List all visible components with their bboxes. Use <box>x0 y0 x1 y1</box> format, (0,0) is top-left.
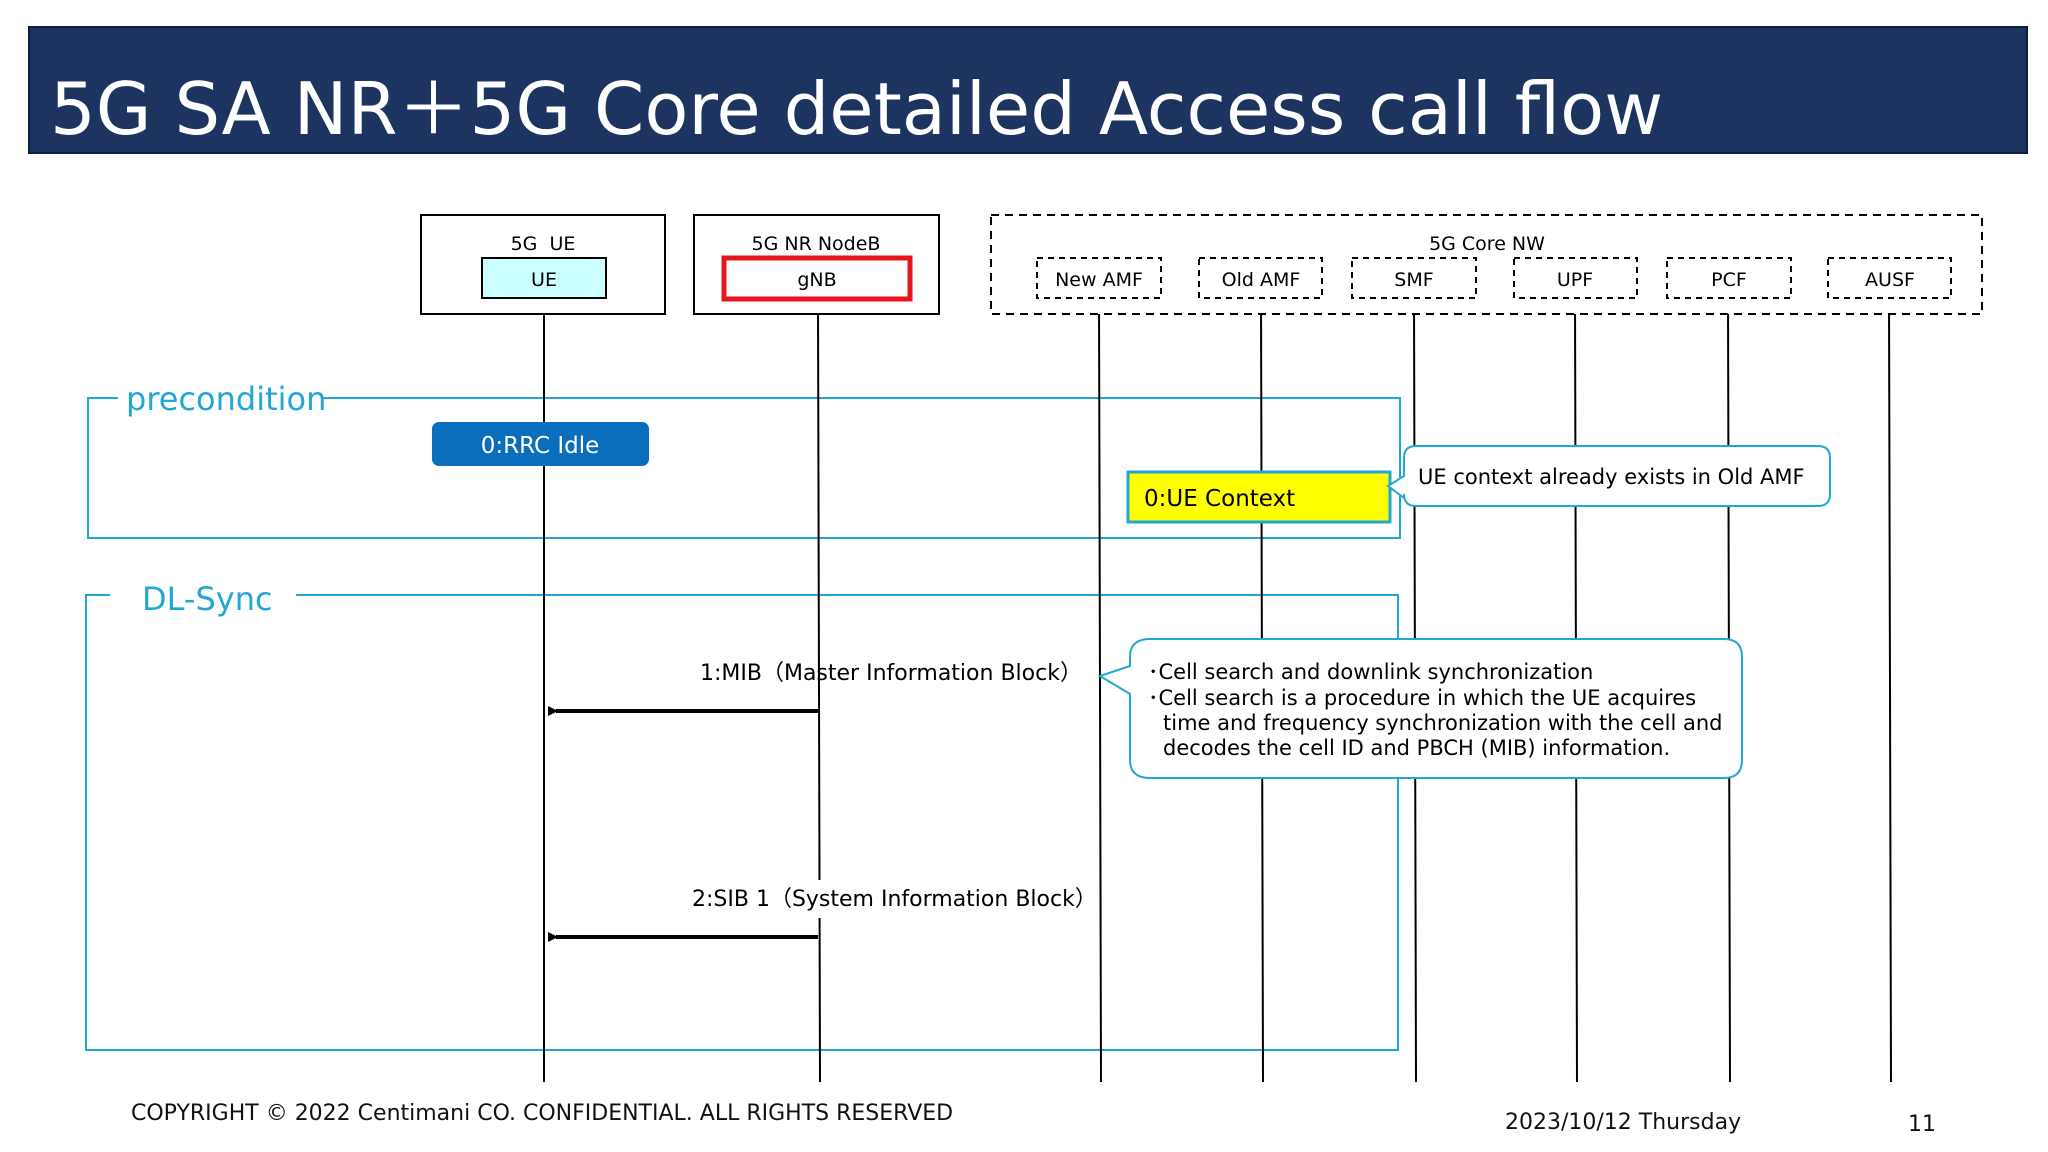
dl-sync-section: DL-Sync <box>85 580 1399 1051</box>
lifeline-gnb <box>817 299 821 1083</box>
copyright-text: COPYRIGHT © 2022 Centimani CO. CONFIDENT… <box>131 1101 954 1126</box>
sib1-label: 2:SIB 1（System Information Block） <box>692 887 1097 912</box>
gnb-label: gNB <box>797 269 836 291</box>
pcf-label: PCF <box>1711 269 1747 291</box>
precondition-label: precondition <box>126 380 326 418</box>
ue-context-note: UE context already exists in Old AMF <box>1418 465 1805 489</box>
page-number: 11 <box>1908 1112 1936 1137</box>
ue-context-state: 0:UE Context <box>1126 470 1392 524</box>
precondition-section: precondition <box>87 380 1401 539</box>
lifeline-new-amf <box>1098 297 1102 1083</box>
cell-search-note-line-1: ･Cell search and downlink synchronizatio… <box>1148 660 1593 684</box>
date-text: 2023/10/12 Thursday <box>1505 1110 1742 1135</box>
ue-context-callout: UE context already exists in Old AMF <box>1386 445 1831 507</box>
rrc-idle-label: 0:RRC Idle <box>481 433 600 459</box>
title-bar: 5G SA NR＋5G Core detailed Access call fl… <box>28 26 2028 154</box>
ue-context-label: 0:UE Context <box>1144 486 1295 512</box>
lifeline-ausf <box>1888 297 1892 1083</box>
ausf-label: AUSF <box>1865 269 1915 291</box>
gnb-entity: 5G NR NodeB gNB <box>693 214 940 315</box>
old-amf-label: Old AMF <box>1222 269 1301 291</box>
slide-title: 5G SA NR＋5G Core detailed Access call fl… <box>50 67 1664 151</box>
ue-entity: 5G UE UE <box>420 214 666 315</box>
cell-search-note-line-2: ･Cell search is a procedure in which the… <box>1148 686 1696 710</box>
cell-search-note-line-4: decodes the cell ID and PBCH (MIB) infor… <box>1163 736 1670 760</box>
mib-label: 1:MIB（Master Information Block） <box>700 661 1082 686</box>
dl-sync-label: DL-Sync <box>142 580 273 618</box>
gnb-group-label: 5G NR NodeB <box>752 233 881 255</box>
cell-search-note-line-3: time and frequency synchronization with … <box>1163 711 1722 735</box>
core-group-label: 5G Core NW <box>1429 233 1545 255</box>
message-sib1: 2:SIB 1（System Information Block） <box>548 880 1097 942</box>
cell-search-callout: ･Cell search and downlink synchronizatio… <box>1097 638 1743 779</box>
ue-label: UE <box>531 269 557 291</box>
rrc-idle-state: 0:RRC Idle <box>432 422 649 466</box>
upf-label: UPF <box>1557 269 1593 291</box>
ue-group-label: 5G UE <box>511 233 576 255</box>
core-nw-entity: 5G Core NW New AMF Old AMF SMF UPF PCF A… <box>990 214 1983 315</box>
new-amf-label: New AMF <box>1055 269 1143 291</box>
smf-label: SMF <box>1394 269 1433 291</box>
message-mib: 1:MIB（Master Information Block） <box>548 661 1082 716</box>
